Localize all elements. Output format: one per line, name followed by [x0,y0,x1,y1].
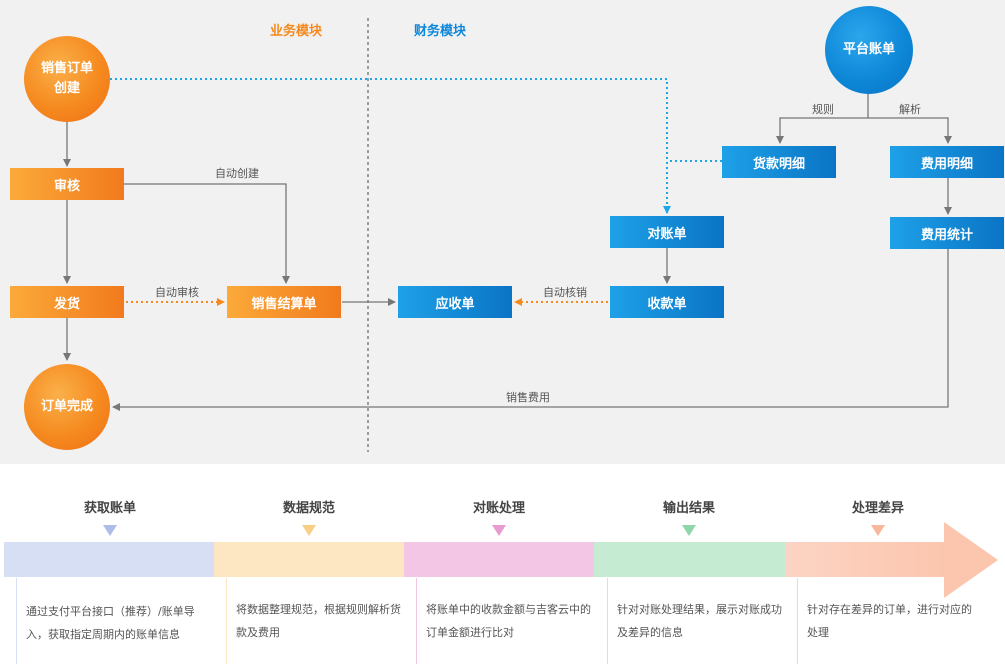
node-sales-settlement: 销售结算单 [227,286,341,318]
label-auto-writeoff: 自动核销 [543,286,587,299]
step-5-marker [871,525,885,536]
label-auto-review: 自动审核 [155,286,199,299]
label-auto-create: 自动创建 [215,167,259,180]
step-1-title: 获取账单 [83,501,136,516]
step-3-band [404,542,594,577]
step-2-desc-line [226,578,227,664]
edge-stats-to-complete [112,249,949,411]
edge-review-to-settlement [124,183,290,284]
node-goods-detail: 货款明细 [722,146,836,178]
step-2-title: 数据规范 [282,501,335,516]
step-3-desc-line [416,578,417,664]
node-reconciliation: 对账单 [610,216,724,248]
node-fee-stats: 费用统计 [890,217,1004,249]
node-receipt: 收款单 [610,286,724,318]
step-4-band [594,542,785,577]
step-1-band [4,542,214,577]
node-ship: 发货 [10,286,124,318]
label-rule: 规则 [812,103,834,116]
label-parse: 解析 [899,103,921,116]
step-1-desc-line [16,578,17,664]
edge-platform-to-goods [776,117,868,144]
step-5-desc: 针对存在差异的订单，进行对应的处理 [807,603,972,639]
business-module-title: 业务模块 [270,24,323,39]
step-3-desc: 将账单中的收款金额与吉客云中的订单金额进行比对 [426,603,591,639]
step-3-marker [492,525,506,536]
step-4-desc: 针对对账处理结果，展示对账成功及差异的信息 [617,603,782,639]
step-1-desc: 通过支付平台接口（推荐）/账单导入，获取指定周期内的账单信息 [26,605,195,641]
node-fee-detail: 费用明细 [890,146,1004,178]
step-3-title: 对账处理 [472,501,525,516]
process-arrow-head [944,522,998,598]
label-sales-fee: 销售费用 [506,391,550,404]
step-1-marker [103,525,117,536]
step-4-desc-line [607,578,608,664]
node-sales-order-create: 销售订单 创建 [24,36,110,122]
step-2-band [214,542,404,577]
node-sales-order-create-label: 销售订单 创建 [40,61,93,96]
node-review: 审核 [10,168,124,200]
edge-platform-to-fee [868,117,952,144]
flow-connectors [63,18,952,452]
step-5-desc-line [797,578,798,664]
node-platform-bill: 平台账单 [825,6,913,94]
finance-module-title: 财务模块 [414,24,467,39]
step-5-title: 处理差异 [851,501,904,516]
process-arrow-head-svg [944,522,998,598]
node-receivable: 应收单 [398,286,512,318]
step-2-desc: 将数据整理规范，根据规则解析货款及费用 [236,603,401,639]
node-order-complete: 订单完成 [24,364,110,450]
step-5-band [785,542,945,577]
step-4-marker [682,525,696,536]
edge-order-to-reconciliation [110,78,671,214]
step-2-marker [302,525,316,536]
flow-diagram-panel: 业务模块 财务模块 销售订单 创建 审核 发货 订单完成 销售结算单 应收单 对… [0,0,1005,464]
step-4-title: 输出结果 [662,501,715,516]
